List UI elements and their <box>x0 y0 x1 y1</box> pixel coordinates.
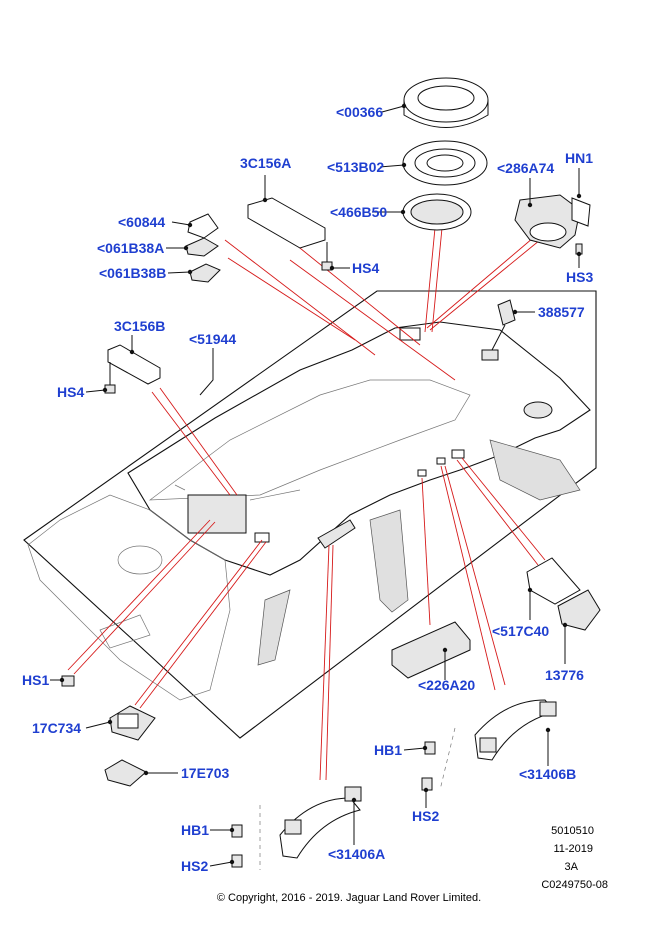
speaker-center <box>426 154 464 172</box>
meta-line3: 3A <box>565 861 579 873</box>
antenna-cutout <box>399 327 421 341</box>
label-60844[interactable]: <60844 <box>118 214 165 230</box>
label-061b38b[interactable]: <061B38B <box>99 265 166 281</box>
c-pillar <box>489 439 581 501</box>
rear-cutout <box>523 401 553 419</box>
red-leaders <box>67 227 546 781</box>
antenna-base-cutout <box>529 222 567 242</box>
label-hs1[interactable]: HS1 <box>22 672 49 688</box>
meta-line2: 11-2019 <box>553 843 593 855</box>
label-17e703[interactable]: 17E703 <box>181 765 229 781</box>
label-061b38a[interactable]: <061B38A <box>97 240 164 256</box>
label-00366[interactable]: <00366 <box>336 104 383 120</box>
label-17c734[interactable]: 17C734 <box>32 720 81 736</box>
steering-wheel <box>117 545 163 575</box>
label-hb1-right[interactable]: HB1 <box>374 742 402 758</box>
label-hs4-left[interactable]: HS4 <box>57 384 84 400</box>
label-hs4-top[interactable]: HS4 <box>352 260 379 276</box>
rear-light-a <box>417 469 427 477</box>
label-31406a[interactable]: <31406A <box>328 846 385 862</box>
label-13776[interactable]: 13776 <box>545 667 584 683</box>
b-pillar <box>369 509 409 613</box>
trim-226a20 <box>391 621 471 679</box>
grab-handle-mounted <box>317 519 356 549</box>
map-light-cutout <box>254 532 270 543</box>
label-leaders <box>50 103 582 867</box>
overhead-console <box>187 494 247 534</box>
misc-lines <box>174 484 301 501</box>
label-hs2-left[interactable]: HS2 <box>181 858 208 874</box>
grab-handle-31406a <box>279 797 361 859</box>
grab-handle-31406b-end1 <box>479 737 497 753</box>
lamp-061b38a <box>185 237 219 257</box>
label-hs2-right[interactable]: HS2 <box>412 808 439 824</box>
headliner-assembly <box>23 290 597 739</box>
rear-light-b <box>436 457 446 465</box>
label-513b02[interactable]: <513B02 <box>327 159 384 175</box>
lens-061b38b <box>189 263 221 283</box>
lens-17e703 <box>104 759 147 787</box>
lens-517c40 <box>526 557 581 605</box>
label-51944[interactable]: <51944 <box>189 331 236 347</box>
speaker-spacer-inner <box>417 85 475 111</box>
callout-labels: <00366 <513B02 <466B50 3C156A <286A74 HN… <box>22 104 593 874</box>
antenna-clip-hn1 <box>571 197 591 227</box>
a-pillar <box>257 589 291 666</box>
bracket-3c156a <box>247 197 326 249</box>
speaker-grille-mesh <box>410 199 464 225</box>
label-226a20[interactable]: <226A20 <box>418 677 475 693</box>
label-3c156b[interactable]: 3C156B <box>114 318 165 334</box>
parts <box>61 77 601 870</box>
grab-handle-31406b-end2 <box>539 701 557 717</box>
console-detail <box>99 614 151 649</box>
label-286a74[interactable]: <286A74 <box>497 160 554 176</box>
trim-60844 <box>187 213 219 239</box>
bracket-3c156b <box>107 344 161 385</box>
clip-388577 <box>497 299 516 326</box>
meta-line4: C0249750-08 <box>541 879 608 891</box>
meta-line1: 5010510 <box>551 825 594 837</box>
label-31406b[interactable]: <31406B <box>519 766 576 782</box>
headliner-contour <box>148 379 471 501</box>
clip-pad <box>481 349 499 361</box>
label-517c40[interactable]: <517C40 <box>492 623 549 639</box>
dashboard-outline <box>27 494 231 701</box>
grab-handle-31406a-end1 <box>284 819 302 835</box>
label-hn1[interactable]: HN1 <box>565 150 593 166</box>
lamp-13776 <box>557 589 601 631</box>
label-388577[interactable]: 388577 <box>538 304 585 320</box>
copyright: © Copyright, 2016 - 2019. Jaguar Land Ro… <box>217 892 481 904</box>
label-hb1-left[interactable]: HB1 <box>181 822 209 838</box>
lamp-17c734-lens <box>117 713 139 729</box>
label-hs3[interactable]: HS3 <box>566 269 593 285</box>
rear-light-c <box>451 449 465 459</box>
drawing-metadata: 5010510 11-2019 3A C0249750-08 <box>541 825 608 891</box>
label-466b50[interactable]: <466B50 <box>330 204 387 220</box>
label-3c156a[interactable]: 3C156A <box>240 155 291 171</box>
